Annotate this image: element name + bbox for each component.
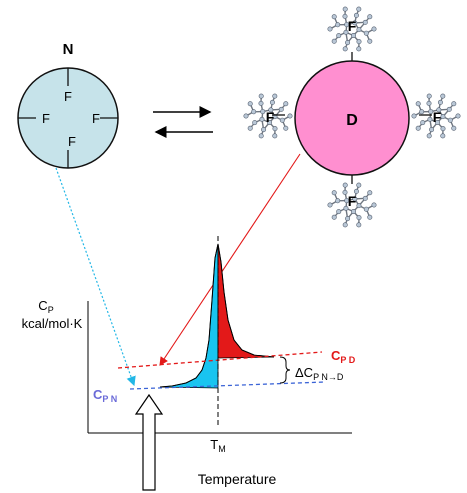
denatured-site-label: F xyxy=(433,109,442,125)
fullerene-icon xyxy=(327,6,377,52)
denatured-state: D F F F F xyxy=(266,18,442,209)
tm-label: TM xyxy=(210,437,225,454)
delta-cp-subscript: P N→D xyxy=(313,372,344,382)
delta-cp-label: ΔCP N→D xyxy=(295,365,344,382)
denatured-area xyxy=(217,243,275,359)
denatured-site-label: F xyxy=(348,18,357,34)
denatured-pointer-line xyxy=(159,153,301,366)
y-axis-symbol: C xyxy=(38,298,47,313)
denatured-protein-circle xyxy=(294,60,410,176)
up-arrow-icon xyxy=(134,393,164,491)
y-axis-subscript: P xyxy=(48,305,54,315)
denatured-site-label: F xyxy=(266,109,275,125)
tm-symbol: T xyxy=(210,437,218,452)
thermogram-curve xyxy=(159,243,275,388)
native-pointer-line xyxy=(55,167,136,387)
denatured-baseline xyxy=(117,351,323,369)
delta-cp-brace xyxy=(279,356,291,384)
y-axis-units: kcal/mol·K xyxy=(22,316,83,331)
native-area xyxy=(159,243,219,389)
cpd-symbol: C xyxy=(331,348,341,363)
x-axis-label: Temperature xyxy=(198,471,277,487)
fullerene-icon xyxy=(327,182,377,228)
cpn-symbol: C xyxy=(93,387,103,402)
native-site-label: F xyxy=(42,111,50,126)
native-state: N F F F F xyxy=(17,41,119,169)
native-site-label: F xyxy=(68,134,76,149)
cpn-label: CP N xyxy=(93,387,117,404)
cpd-subscript: P D xyxy=(340,355,355,365)
thermogram-plot: CP kcal/mol·K TM Temperature CP D CP N Δ… xyxy=(22,236,356,491)
fullerene-icon xyxy=(243,93,293,139)
cpd-label: CP D xyxy=(331,348,356,365)
native-label: N xyxy=(63,41,74,58)
native-site-label: F xyxy=(64,89,72,104)
denatured-label: D xyxy=(346,112,358,129)
fullerene-ligands xyxy=(243,6,461,228)
y-axis-label: CP xyxy=(38,298,53,315)
denatured-site-label: F xyxy=(348,193,357,209)
native-site-label: F xyxy=(92,111,100,126)
delta-cp-symbol: ΔC xyxy=(295,365,313,380)
cpn-subscript: P N xyxy=(102,394,117,404)
native-baseline xyxy=(129,381,326,390)
equilibrium-arrows xyxy=(153,106,213,138)
tm-subscript: M xyxy=(218,444,226,454)
